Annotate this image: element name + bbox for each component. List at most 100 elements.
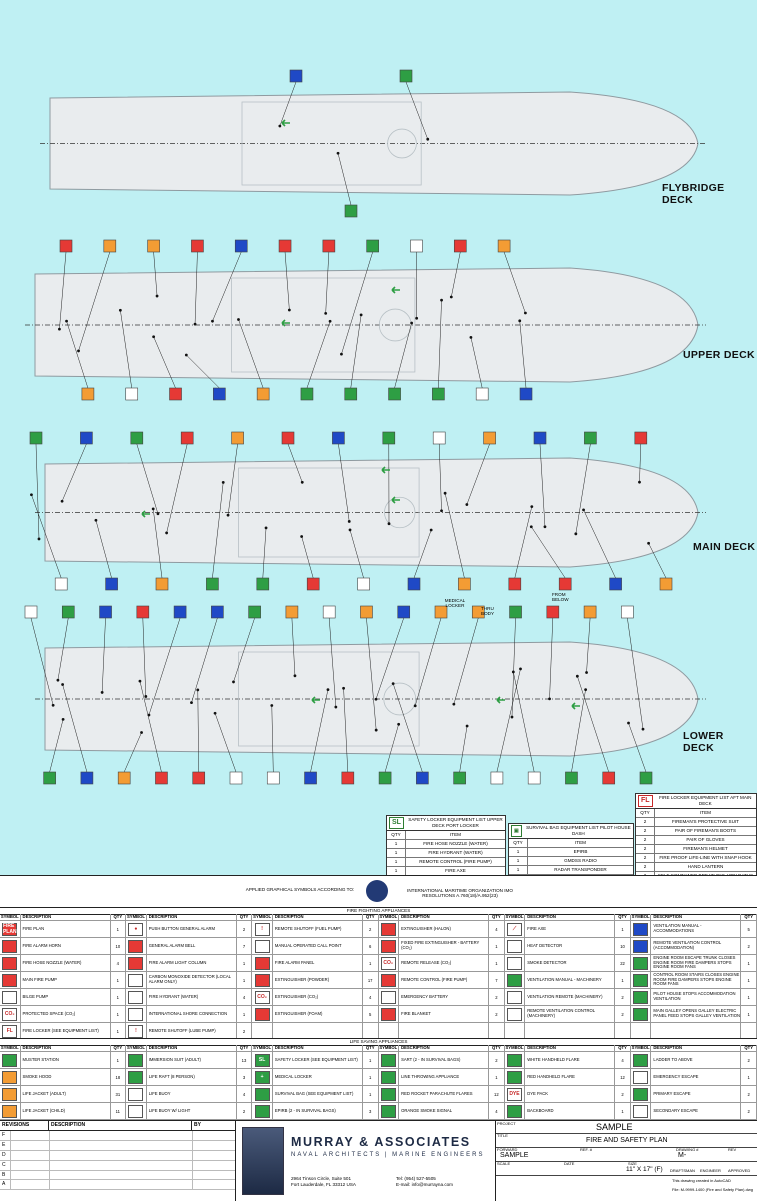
lower-safety-symbol-icon <box>416 772 428 784</box>
lower-safety-symbol-icon <box>547 606 559 618</box>
lower-leader-dot <box>52 704 55 707</box>
upper-safety-symbol-icon <box>476 388 488 400</box>
fire-locker-title: FIRE LOCKER EQUIPMENT LIST AFT MAIN DECK <box>657 795 754 807</box>
main-safety-symbol-icon <box>156 578 168 590</box>
upper-safety-symbol-icon <box>213 388 225 400</box>
col-symbol: SYMBOL <box>631 1045 652 1051</box>
fl-item: FIRE PROOF LIFE-LINE WITH SNAP HOOK <box>655 854 756 862</box>
sl-item: FIRE HYDRANT (WATER) <box>406 849 505 857</box>
description-cell: LIFE BUOY W/ LIGHT <box>147 1103 237 1119</box>
sb-item: EPIRB <box>528 848 633 856</box>
sl-col-item: ITEM <box>406 831 505 839</box>
lower-leader-dot <box>62 718 65 721</box>
upper-safety-symbol-icon <box>82 388 94 400</box>
fire-symbol-icon: CO₂ <box>255 991 270 1004</box>
flybridge-safety-symbol-icon <box>345 205 357 217</box>
fire-symbol-icon <box>128 957 143 970</box>
lower-leader-dot <box>452 703 455 706</box>
fl-qty: 2 <box>636 836 655 844</box>
description-cell: SART (2 - IN SURVIVAL BAGS) <box>399 1052 489 1068</box>
revision-row: F <box>0 1131 235 1141</box>
symbol-cell <box>252 1086 273 1102</box>
main-leader-dot <box>544 525 547 528</box>
col-symbol: SYMBOL <box>126 1045 147 1051</box>
fire-symbol-icon <box>633 974 648 987</box>
lower-leader-dot <box>627 722 630 725</box>
fire-symbol-icon <box>2 974 17 987</box>
col-symbol: SYMBOL <box>505 1045 526 1051</box>
main-safety-symbol-icon <box>635 432 647 444</box>
sb-qty: 1 <box>509 857 528 865</box>
description-cell <box>651 1023 741 1039</box>
qty-cell: 10 <box>111 938 127 954</box>
life-symbol-icon <box>633 1105 648 1118</box>
description-cell: ORANGE SMOKE SIGNAL <box>399 1103 489 1119</box>
description-cell: SAFETY LOCKER (SEE EQUIPMENT LIST) <box>273 1052 363 1068</box>
description-cell: CONTROL ROOM STAIRS CLOSES ENGINE ROOM F… <box>651 972 741 988</box>
upper-leader-dot <box>211 320 214 323</box>
description-cell: FIRE AXE <box>525 921 615 937</box>
upper-leader-dot <box>360 313 363 316</box>
upper-safety-symbol-icon <box>191 240 203 252</box>
revisions-title: REVISIONS <box>0 1121 49 1130</box>
qty-cell: 2 <box>237 1103 253 1119</box>
ref-label: REF. # <box>580 1147 592 1152</box>
project-name: SAMPLE <box>596 1122 633 1132</box>
fire-symbol-icon: FL <box>2 1025 17 1038</box>
main-safety-symbol-icon <box>131 432 143 444</box>
qty-cell: 1 <box>237 955 253 971</box>
lower-safety-symbol-icon <box>360 606 372 618</box>
sb-col-qty: QTY <box>509 839 528 847</box>
qty-cell: 4 <box>111 955 127 971</box>
symbol-cell <box>505 1023 526 1039</box>
life-symbol-icon <box>128 1054 143 1067</box>
revision-letter: E <box>0 1141 11 1150</box>
description-cell: ENGINE ROOM ESCAPE TRUNK CLOSES ENGINE R… <box>651 955 741 971</box>
upper-leader-dot <box>58 328 61 331</box>
medical-locker-callout: MEDICAL LOCKER <box>440 598 470 608</box>
lower-leader-dot <box>327 688 330 691</box>
symbol-cell <box>126 1103 147 1119</box>
upper-leader-dot <box>152 335 155 338</box>
col-description: DESCRIPTION <box>273 914 363 920</box>
symbol-cell <box>505 989 526 1005</box>
life-symbol-icon <box>255 1088 270 1101</box>
lower-leader-dot <box>642 728 645 731</box>
revisions-col-by: BY <box>192 1121 235 1130</box>
sl-item: FIRE AXE <box>406 867 505 875</box>
description-cell: MAIN GALLEY OPENS GALLEY ELECTRIC PANEL … <box>651 1006 741 1022</box>
fl-qty: 2 <box>636 818 655 826</box>
qty-cell: 31 <box>111 1086 127 1102</box>
symbol-cell <box>126 972 147 988</box>
symbol-cell <box>252 1103 273 1119</box>
symbol-cell <box>505 1006 526 1022</box>
description-cell: FIXED FIRE EXTINGUISHER - BATTERY (CO₂) <box>399 938 489 954</box>
col-description: DESCRIPTION <box>651 1045 741 1051</box>
description-cell: EXTINGUISHER (FOAM) <box>273 1006 363 1022</box>
symbol-cell: ! <box>252 921 273 937</box>
description-cell: REMOTE VENTILATION CONTROL (MACHINERY) <box>525 1006 615 1022</box>
symbol-cell <box>631 989 652 1005</box>
lower-leader-dot <box>61 683 64 686</box>
revision-letter: F <box>0 1131 11 1140</box>
qty-cell: 4 <box>489 1103 505 1119</box>
description-cell: REMOTE SHUTOFF (LUBE PUMP) <box>147 1023 237 1039</box>
description-cell: LIFE JACKET (CHILD) <box>21 1103 111 1119</box>
main-leader-dot <box>227 514 230 517</box>
lower-leader-dot <box>101 691 104 694</box>
fire-symbol-icon <box>633 991 648 1004</box>
qty-cell: 2 <box>489 1052 505 1068</box>
autocad-note: This drawing created in AutoCAD <box>672 1178 731 1183</box>
legend-intro: APPLIED GRAPHICAL SYMBOLS ACCORDING TO: … <box>0 876 757 908</box>
qty-cell: 1 <box>363 1086 379 1102</box>
sl-item: FIRE HOSE NOZZLE (WATER) <box>406 840 505 848</box>
qty-cell <box>741 1023 757 1039</box>
fire-symbol-icon <box>255 974 270 987</box>
qty-cell: 1 <box>363 1069 379 1085</box>
lower-leader-dot <box>232 681 235 684</box>
fl-item: FIREMAN'S HELMET <box>655 845 756 853</box>
symbol-cell <box>505 1069 526 1085</box>
main-safety-symbol-icon <box>106 578 118 590</box>
fl-item: PAIR OF GLOVES <box>655 836 756 844</box>
